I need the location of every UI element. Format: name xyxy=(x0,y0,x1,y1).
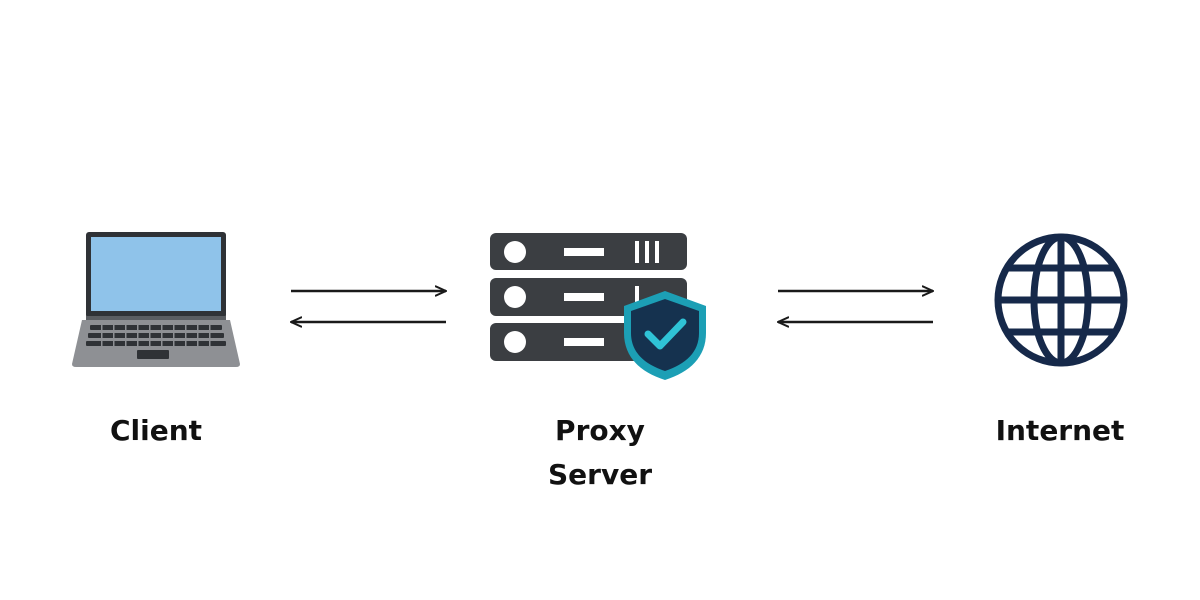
globe-icon xyxy=(994,233,1128,367)
client-label: Client xyxy=(109,414,203,447)
proxy-label-line-1: Proxy xyxy=(555,414,645,447)
server-shield-icon xyxy=(490,233,706,380)
shield-check-icon xyxy=(624,291,706,380)
arrows-client-proxy xyxy=(291,291,446,322)
internet-label: Internet xyxy=(995,414,1125,447)
proxy-server-label: Proxy Server xyxy=(500,409,700,497)
proxy-label-line-2: Server xyxy=(547,458,652,491)
laptop-icon xyxy=(72,232,240,367)
arrows-proxy-internet xyxy=(778,291,933,322)
